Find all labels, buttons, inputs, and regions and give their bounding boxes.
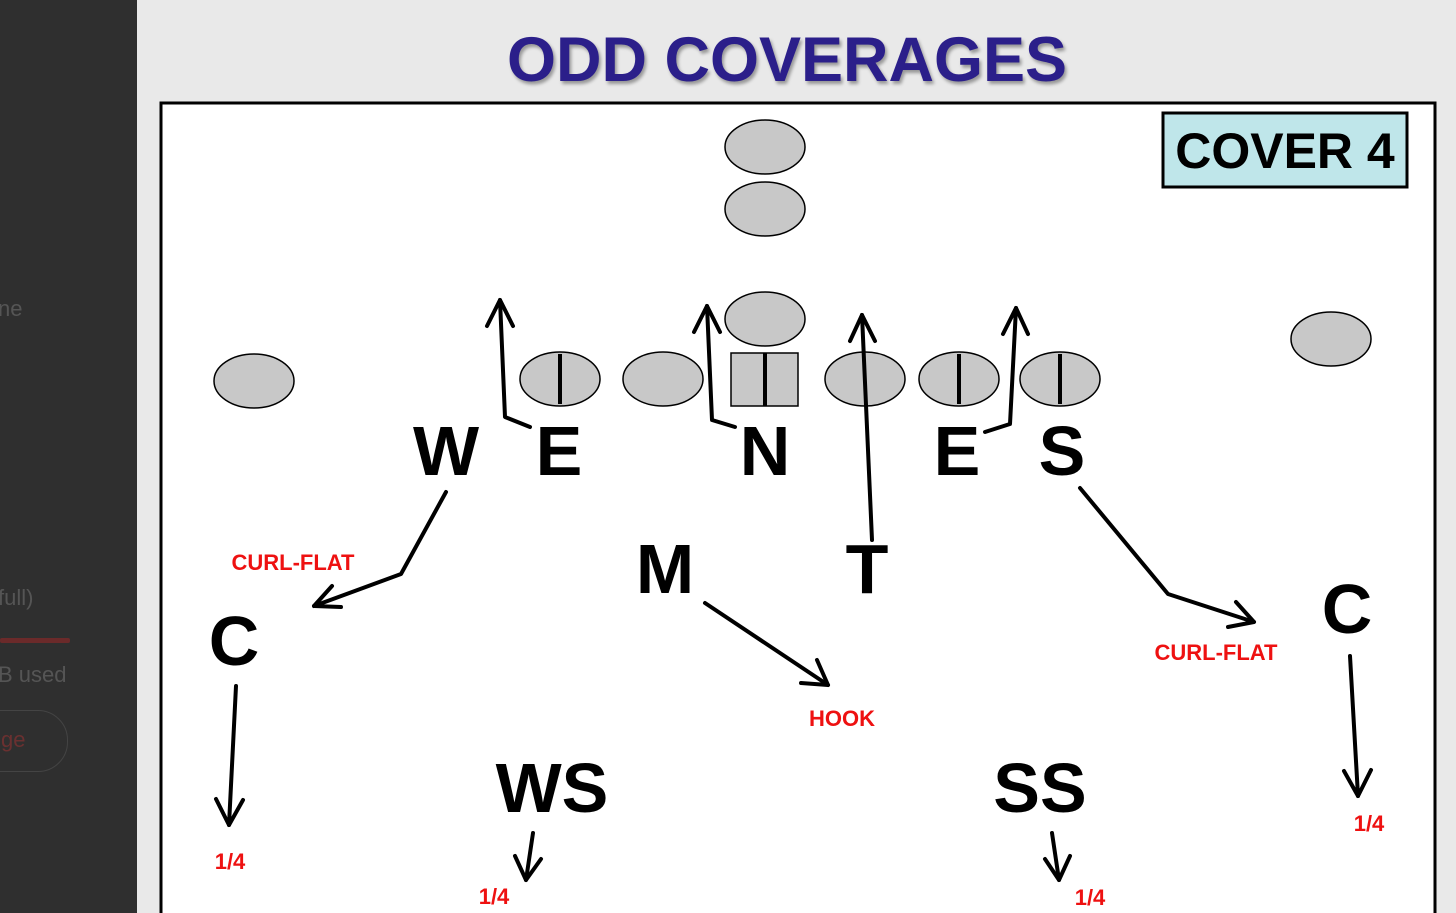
m-hook-arrowhead	[799, 658, 830, 687]
defender-m: M	[636, 530, 694, 608]
zone-label-quarter-left: 1/4	[479, 884, 510, 909]
defender-ss: SS	[993, 749, 1086, 827]
ws-deep-arrowhead	[513, 854, 543, 882]
slide-title: ODD COVERAGES	[506, 25, 1068, 95]
c-right-deep-arrow	[1348, 654, 1360, 798]
defender-ws: WS	[496, 749, 609, 827]
offense-split-end	[213, 353, 295, 409]
defender-w: W	[413, 412, 479, 490]
left-panel-background: ne full) B used ge	[0, 0, 137, 913]
zone-label-quarter-right: 1/4	[1075, 885, 1106, 910]
left-panel-button[interactable]: ge	[0, 710, 68, 772]
n-rush-arrow	[705, 304, 737, 429]
w-rush-arrowhead	[485, 298, 515, 328]
offense-running-back	[724, 119, 806, 175]
e-rush-arrow	[983, 306, 1018, 434]
offense-quarterback	[724, 291, 806, 347]
ss-deep-arrow	[1050, 831, 1061, 882]
zone-label-curl-flat-left: CURL-FLAT	[232, 550, 356, 575]
field-box	[159, 101, 1437, 913]
defender-n: N	[740, 412, 791, 490]
defender-e-right: E	[934, 412, 981, 490]
defender-e-left: E	[536, 412, 583, 490]
left-panel-button-label: ge	[1, 727, 26, 752]
left-panel-text-fragment: full)	[0, 585, 34, 610]
ss-deep-arrowhead	[1043, 854, 1072, 882]
zone-label-hook: HOOK	[809, 706, 875, 731]
w-curl-flat-arrowhead	[312, 584, 343, 609]
left-panel-text-fragment: B used	[0, 662, 67, 687]
c-right-deep-arrowhead	[1342, 768, 1373, 798]
ws-deep-arrow	[524, 831, 535, 882]
w-curl-flat-arrow	[312, 490, 448, 608]
cover-4-badge	[1161, 111, 1409, 189]
e-rush-arrowhead	[1001, 306, 1030, 336]
n-rush-arrowhead	[692, 304, 722, 334]
s-curl-flat-arrowhead	[1226, 600, 1256, 629]
defender-t: T	[846, 530, 889, 608]
w-rush-arrow	[498, 298, 532, 429]
cover-4-label: COVER 4	[1175, 123, 1395, 179]
s-curl-flat-arrow	[1078, 486, 1256, 624]
t-rush-arrowhead	[848, 313, 877, 343]
defender-s: S	[1039, 412, 1086, 490]
c-left-deep-arrow	[227, 684, 238, 827]
left-panel-text-fragment: ne	[0, 296, 23, 321]
zone-label-curl-flat-right: CURL-FLAT	[1155, 640, 1279, 665]
left-panel-progress-bar	[0, 638, 70, 643]
defender-c-left: C	[209, 602, 260, 680]
offense-flanker	[1290, 311, 1372, 367]
zone-label-quarter-far-left: 1/4	[215, 849, 246, 874]
c-left-deep-arrowhead	[214, 797, 245, 827]
offense-left-guard	[622, 351, 704, 407]
t-rush-arrow	[860, 313, 874, 542]
zone-label-quarter-far-right: 1/4	[1354, 811, 1385, 836]
defender-c-right: C	[1322, 570, 1373, 648]
m-hook-arrow	[703, 601, 830, 687]
offense-fullback	[724, 181, 806, 237]
